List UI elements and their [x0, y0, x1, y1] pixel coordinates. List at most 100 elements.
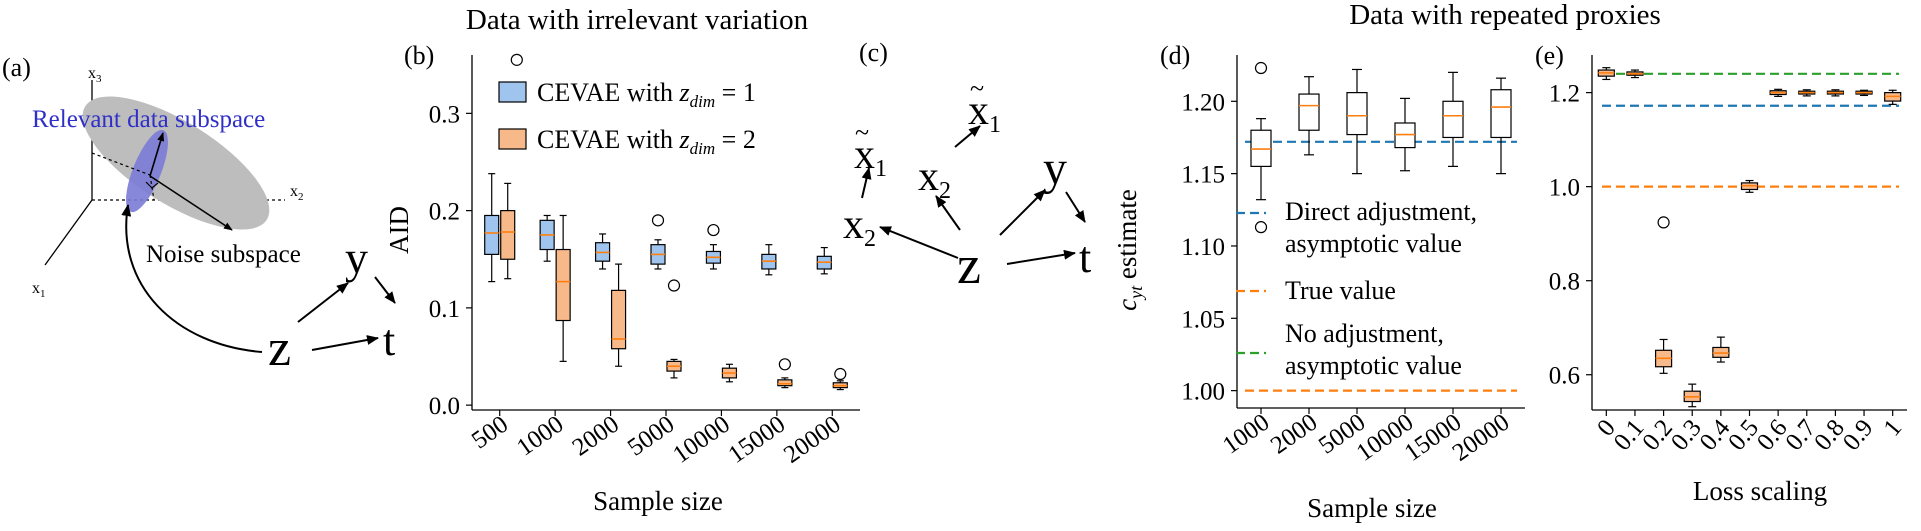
chart-d-y-tick-label: 1.15 [1181, 162, 1225, 189]
title-repeated-proxies: Data with repeated proxies [1349, 0, 1661, 31]
chart-b-x-tick-label: 500 [467, 411, 513, 455]
node-x1: x2 [843, 202, 876, 252]
edge-z-relevant-subspace [121, 204, 263, 353]
svg-text:~: ~ [970, 74, 984, 103]
chart-e-x-tick-label: 0.9 [1838, 415, 1879, 456]
chart-b-ylabel: AID [384, 206, 414, 254]
chart-d-x-tick-label: 1000 [1218, 409, 1274, 460]
chart-b-series2-2000-box [610, 289, 627, 350]
axis-x1-line [44, 199, 93, 266]
noise-subspace-label: Noise subspace [146, 241, 301, 268]
chart-b-x-tick-label: 1000 [512, 411, 568, 462]
data-ellipse [82, 96, 270, 230]
chart-b-y-tick-label: 0.3 [429, 101, 460, 128]
panel-a: (a) x3 x1 x2 Relevant data subspace Nois… [2, 53, 396, 377]
axis-label-x2: x2 [290, 183, 304, 203]
panel-d: (d) 1.001.051.101.151.201000200050001000… [1112, 41, 1525, 523]
chart-d-legend: Direct adjustment, asymptotic value True… [1236, 197, 1477, 380]
edge-z-t [311, 335, 379, 351]
node-y-c: y [1043, 142, 1067, 195]
chart-e-y-tick-label: 0.6 [1549, 363, 1580, 390]
panel-b-label: (b) [404, 41, 434, 70]
node-y-a: y [345, 232, 368, 283]
chart-d-ylabel: cyt estimate [1112, 189, 1148, 311]
dashed-guide [91, 152, 151, 176]
chart-d-box-20000-box [1490, 89, 1512, 139]
chart-b-x-tick-label: 15000 [724, 411, 791, 469]
chart-d-box-1000-outlier [1254, 61, 1268, 75]
svg-text:~: ~ [855, 118, 869, 147]
panel-c-label: (c) [859, 38, 888, 67]
chart-b-series2-15000-box [777, 379, 793, 387]
edge-z-t [1006, 249, 1076, 265]
chart-d-box-5000-box [1346, 92, 1368, 136]
chart-b-x-tick-label: 20000 [779, 411, 846, 469]
panel-d-label: (d) [1160, 41, 1190, 70]
node-x1-tilde: x1 ~ [854, 118, 887, 182]
legend-entry-zdim-2: CEVAE with zdim = 2 [537, 125, 756, 160]
legend-swatch-zdim-1 [498, 81, 527, 103]
chart-d-box-2000-box [1298, 93, 1320, 131]
chart-d-x-tick-label: 2000 [1266, 409, 1322, 460]
legend-text-no-adjustment-2: asymptotic value [1285, 351, 1462, 380]
chart-b-series2-5000-outlier [667, 279, 681, 292]
axis-label-x1: x1 [32, 280, 46, 300]
chart-d-y-tick-label: 1.20 [1181, 89, 1225, 116]
chart-b-series1-10000-outlier [707, 223, 720, 237]
svg-text:x1: x1 [854, 132, 887, 182]
legend-text-direct-adjustment-2: asymptotic value [1285, 229, 1462, 258]
noise-direction-arrow [149, 175, 233, 231]
edge-z-y [999, 189, 1046, 236]
chart-b-series2-20000-outlier [834, 367, 847, 381]
chart-d-box-15000-box [1442, 100, 1464, 139]
chart-b-series1-5000-outlier [651, 214, 665, 227]
chart-b-y-tick-label: 0.1 [429, 296, 460, 323]
relevant-direction-arrow [149, 132, 165, 177]
node-x2-tilde: x1 ~ [968, 74, 1001, 138]
chart-b-xlabel: Sample size [593, 486, 723, 516]
node-t-a: t [383, 316, 395, 365]
chart-b-y-tick-label: 0.0 [429, 393, 460, 420]
chart-d-x-tick-label: 20000 [1448, 409, 1515, 467]
legend-swatch-zdim-2 [498, 128, 527, 150]
chart-e-box-0.2-outlier [1657, 216, 1670, 229]
panel-e-label: (e) [1535, 41, 1564, 70]
node-x2: x2 [918, 154, 951, 204]
chart-b-x-tick-label: 5000 [623, 411, 679, 462]
edge-x1-x1tilde [861, 167, 872, 199]
chart-b-series2-1000-box [555, 248, 571, 322]
svg-text:x2: x2 [290, 183, 304, 203]
chart-b-outlier [510, 53, 523, 66]
chart-e: 0.60.81.01.200.10.20.30.40.50.60.70.80.9… [1549, 55, 1908, 456]
chart-b-series1-500-box [484, 214, 500, 255]
svg-text:cyt estimate: cyt estimate [1112, 189, 1148, 311]
svg-text:x1: x1 [32, 280, 46, 300]
panel-b: (b) 0.00.10.20.3500100020005000100001500… [384, 41, 860, 516]
panel-e: (e) 0.60.81.01.200.10.20.30.40.50.60.70.… [1535, 41, 1907, 506]
chart-e-x-tick-label: 1 [1879, 415, 1908, 442]
title-irrelevant-variation: Data with irrelevant variation [466, 4, 809, 36]
chart-b-series2-500-box [500, 210, 516, 260]
panel-c: (c) x1 ~ x1 ~ x2 x2 y z t [843, 38, 1091, 295]
edge-x2-x2tilde [954, 125, 981, 148]
legend-entry-zdim-1: CEVAE with zdim = 1 [537, 78, 756, 113]
chart-b-y-tick-label: 0.2 [429, 199, 460, 226]
chart-b-series2-15000-outlier [778, 358, 791, 371]
svg-text:x3: x3 [88, 65, 102, 85]
chart-e-xlabel: Loss scaling [1693, 476, 1827, 506]
chart-d-xlabel: Sample size [1307, 493, 1437, 523]
right-angle-marker [145, 181, 159, 189]
chart-e-y-tick-label: 1.2 [1549, 81, 1580, 108]
chart-d-y-tick-label: 1.00 [1181, 379, 1225, 406]
chart-d-box-1000-outlier [1254, 221, 1268, 234]
legend-text-true-value: True value [1285, 276, 1396, 305]
chart-d-y-tick-label: 1.10 [1181, 234, 1225, 261]
node-z-c: z [957, 235, 981, 295]
chart-e-y-tick-label: 1.0 [1549, 175, 1580, 202]
svg-text:x2: x2 [843, 202, 876, 252]
legend-text-no-adjustment-1: No adjustment, [1285, 319, 1444, 348]
edge-z-y [297, 282, 349, 323]
relevant-subspace-label: Relevant data subspace [32, 106, 265, 133]
svg-text:x1: x1 [968, 88, 1001, 138]
chart-b: 0.00.10.20.35001000200050001000015000200… [429, 53, 860, 469]
